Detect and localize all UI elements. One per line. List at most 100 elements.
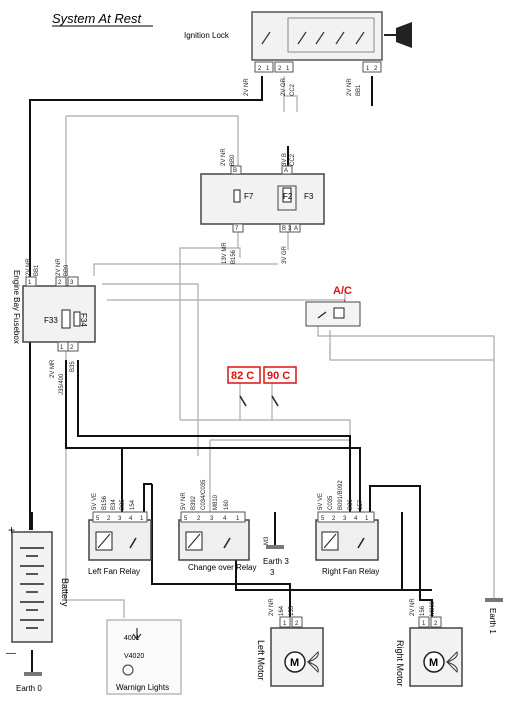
svg-text:2: 2: [374, 66, 378, 72]
svg-text:3: 3: [70, 280, 74, 286]
svg-text:3: 3: [270, 568, 275, 577]
main-fusebox: B A F7 F2 F3 7 B 3 A: [200, 165, 325, 233]
svg-text:1: 1: [28, 280, 32, 286]
svg-text:5: 5: [321, 516, 325, 522]
warning-lights: 4001 V4020 Warnign Lights: [106, 619, 182, 695]
right-motor: 1 2 M Right Motor: [395, 616, 463, 687]
wire-label: 2V NR: [56, 258, 62, 276]
wire-label: M810: [213, 494, 219, 510]
svg-text:M: M: [290, 657, 299, 669]
svg-text:Earth 1: Earth 1: [488, 608, 497, 634]
svg-text:7: 7: [235, 226, 239, 232]
svg-text:Left Motor: Left Motor: [256, 640, 266, 681]
black-wires: [29, 76, 433, 672]
wire-label: 2V NR: [269, 598, 275, 616]
wire-label: 3V B: [282, 153, 288, 166]
wire-label: 13V MR: [222, 242, 228, 264]
svg-text:2: 2: [434, 621, 438, 627]
wire-label: C034/C035: [201, 479, 207, 510]
svg-text:Earth 3: Earth 3: [263, 557, 289, 566]
svg-text:2: 2: [197, 516, 201, 522]
svg-text:4: 4: [223, 516, 227, 522]
wire-label: B392: [191, 495, 197, 510]
wire-label: 2V GR: [281, 77, 287, 96]
svg-text:2: 2: [258, 66, 262, 72]
svg-text:90 C: 90 C: [267, 370, 290, 382]
svg-text:1: 1: [283, 621, 287, 627]
wire-label: 5V VE: [318, 493, 324, 510]
changeover-relay: 5 2 3 4 1 Change over Relay: [178, 511, 256, 572]
diagram-title: System At Rest: [52, 11, 142, 26]
wire-label: B156: [231, 249, 237, 264]
svg-text:Left Fan Relay: Left Fan Relay: [88, 567, 140, 576]
svg-text:4: 4: [354, 516, 358, 522]
fuse-f2: F2: [283, 192, 293, 201]
wire-label: J35/400: [59, 373, 65, 395]
wire-label: BB0: [230, 154, 236, 166]
svg-text:1: 1: [422, 621, 426, 627]
wire-label: 164: [279, 605, 285, 616]
warning-lamp-icon: [122, 628, 142, 676]
wire-label: B091/B092: [338, 480, 344, 510]
wire-label: 154: [130, 499, 136, 510]
wire-label: 2V MR: [50, 359, 56, 378]
svg-text:1: 1: [236, 516, 240, 522]
earth-1: Earth 1: [485, 598, 503, 634]
svg-text:2: 2: [107, 516, 111, 522]
wire-label: 2V NR: [244, 78, 250, 96]
svg-text:1: 1: [266, 66, 270, 72]
svg-text:82 C: 82 C: [231, 370, 254, 382]
svg-text:2: 2: [70, 345, 74, 351]
wire-label: B34: [111, 499, 117, 510]
svg-text:5: 5: [184, 516, 188, 522]
wire-label: 2V NR: [26, 258, 32, 276]
svg-text:1: 1: [60, 345, 64, 351]
ignition-key-icon: [384, 22, 412, 48]
wire-label: 5V VE: [92, 493, 98, 510]
svg-text:5: 5: [96, 516, 100, 522]
svg-text:Change over Relay: Change over Relay: [188, 563, 256, 572]
wire-label: 2V NR: [347, 78, 353, 96]
wire-label: C035: [328, 495, 334, 510]
battery-label: Battery: [60, 578, 70, 607]
wire-label: B35: [120, 499, 126, 510]
svg-text:3: 3: [118, 516, 122, 522]
svg-text:1: 1: [286, 66, 290, 72]
svg-text:Earth 0: Earth 0: [16, 684, 42, 693]
ignition-lock: 2 1 2 1 1 2 Ignition Lock: [184, 11, 412, 73]
wire-label: B156: [102, 495, 108, 510]
wire-label: M809: [430, 600, 436, 616]
svg-text:A: A: [284, 168, 288, 174]
thermo-switch-82: 82 C: [227, 366, 261, 407]
wire-label: 2V NR: [410, 598, 416, 616]
wire-label: 2V NR: [221, 148, 227, 166]
fuse-f3: F3: [304, 192, 314, 201]
svg-text:B: B: [233, 168, 237, 174]
svg-text:3: 3: [210, 516, 214, 522]
svg-text:A: A: [294, 226, 298, 232]
gray-wires: [65, 76, 495, 618]
engine-bay-fusebox: 1 2 3 F33 F34 1 2 Engine Bay Fusebox: [12, 270, 96, 352]
wire-label: 5V NR: [181, 492, 187, 510]
svg-text:Right Fan Relay: Right Fan Relay: [322, 567, 379, 576]
wire-label: BB9: [64, 264, 70, 276]
fuse-f7: F7: [244, 192, 254, 201]
svg-text:Warnign Lights: Warnign Lights: [116, 683, 169, 692]
ignition-lock-label: Ignition Lock: [184, 31, 230, 40]
wire-label: B35: [70, 361, 76, 372]
wire-label: 3V GR: [282, 245, 288, 264]
battery-minus: —: [6, 648, 16, 659]
left-motor: 1 2 M Left Motor: [256, 616, 324, 687]
left-fan-relay: 5 2 3 4 1 Left Fan Relay: [88, 511, 152, 576]
svg-text:3: 3: [288, 226, 292, 232]
svg-text:2: 2: [332, 516, 336, 522]
battery: + — Battery: [6, 523, 70, 659]
wire-label: CC2: [290, 83, 296, 96]
svg-text:M: M: [429, 657, 438, 669]
svg-text:3: 3: [343, 516, 347, 522]
wire-label: B36: [348, 499, 354, 510]
svg-text:Right Motor: Right Motor: [395, 640, 405, 687]
wire-label: M3: [264, 536, 270, 545]
wire-label: 160: [224, 499, 230, 510]
svg-text:2: 2: [295, 621, 299, 627]
